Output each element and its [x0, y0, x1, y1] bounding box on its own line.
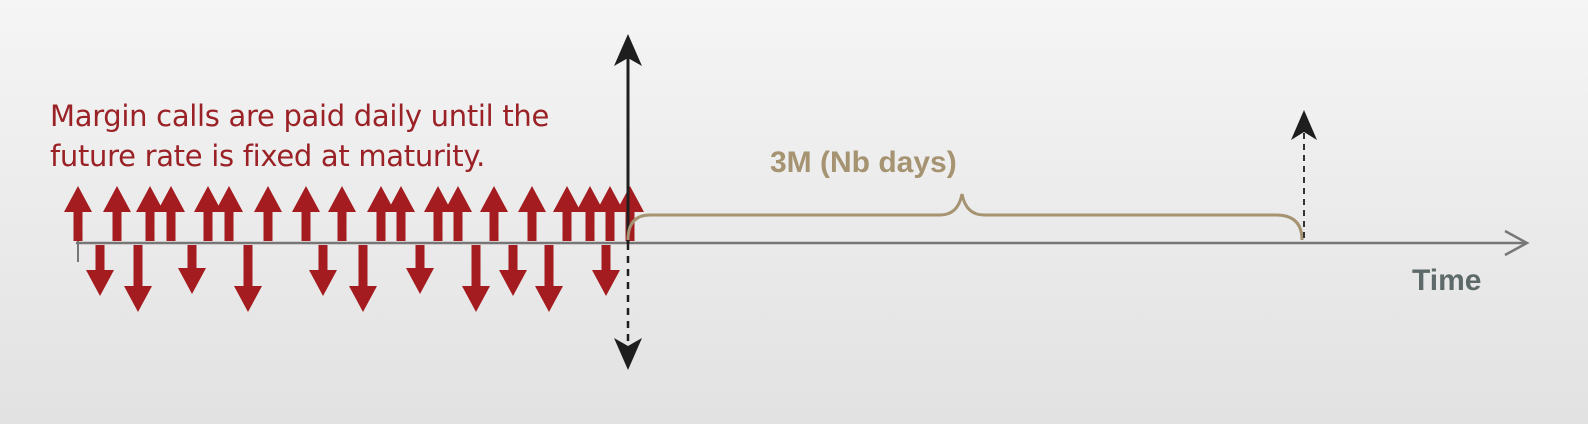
up-arrow-icon: [103, 186, 131, 241]
payment-arrow-head: [1291, 110, 1317, 140]
down-arrow-icon: [349, 245, 377, 312]
down-arrow-icon: [178, 245, 206, 294]
down-arrow-icon: [592, 245, 620, 296]
time-axis: [76, 229, 1530, 262]
dashed-up-arrow-icon: [1291, 110, 1317, 238]
up-arrow-icon: [136, 186, 164, 241]
up-arrow-icon: [64, 186, 92, 241]
up-arrow-icon: [215, 186, 243, 241]
down-arrow-icon: [499, 245, 527, 296]
down-arrow-icon: [462, 245, 490, 312]
caption-line-1: Margin calls are paid daily until the: [50, 99, 550, 133]
up-arrow-icon: [328, 186, 356, 241]
time-axis-arrowhead: [1504, 229, 1530, 257]
margin-call-arrows: [64, 186, 644, 312]
up-arrow-icon: [518, 186, 546, 241]
margin-call-caption: Margin calls are paid daily until the fu…: [50, 96, 549, 176]
down-arrow-icon: [309, 245, 337, 296]
up-arrow-icon: [616, 186, 644, 241]
down-arrow-icon: [234, 245, 262, 312]
up-arrow-icon: [387, 186, 415, 241]
down-arrow-icon: [124, 245, 152, 312]
up-arrow-icon: [596, 186, 624, 241]
up-arrow-icon: [254, 186, 282, 241]
time-axis-label: Time: [1412, 264, 1482, 297]
down-arrow-icon: [406, 245, 434, 294]
up-arrow-icon: [292, 186, 320, 241]
double-headed-arrow-icon: [614, 34, 642, 370]
period-brace: [626, 193, 1304, 241]
up-arrow-icon: [444, 186, 472, 241]
caption-line-2: future rate is fixed at maturity.: [50, 139, 486, 173]
down-arrow-icon: [535, 245, 563, 312]
up-arrow-icon: [480, 186, 508, 241]
fixing-arrow-bottom-head: [614, 338, 642, 370]
up-arrow-icon: [367, 186, 395, 241]
up-arrow-icon: [576, 186, 604, 241]
up-arrow-icon: [194, 186, 222, 241]
down-arrow-icon: [86, 245, 114, 296]
period-label: 3M (Nb days): [770, 146, 957, 179]
up-arrow-icon: [553, 186, 581, 241]
up-arrow-icon: [424, 186, 452, 241]
fixing-arrow-top-head: [614, 34, 642, 66]
up-arrow-icon: [157, 186, 185, 241]
